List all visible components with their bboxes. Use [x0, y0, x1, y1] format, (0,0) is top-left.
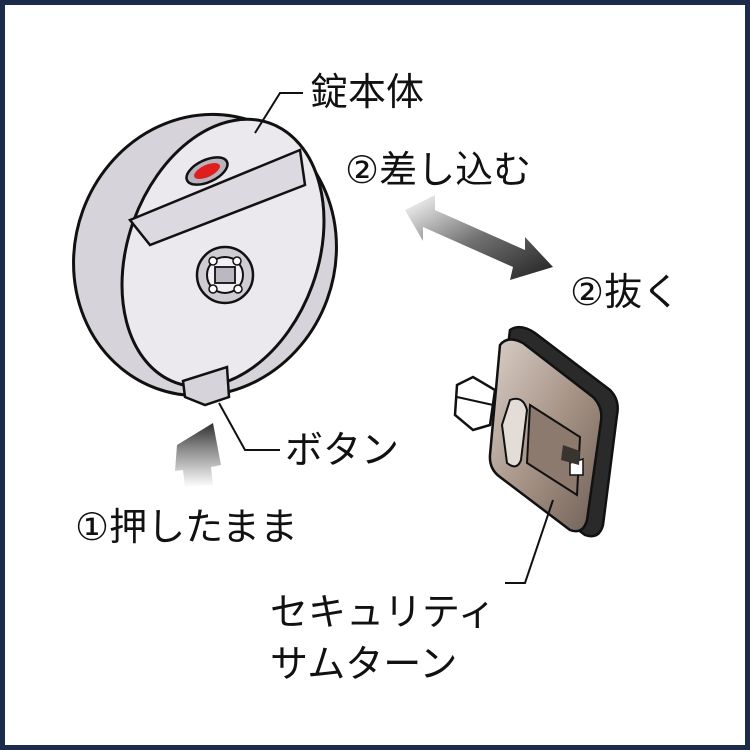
label-insert: ②差し込む	[345, 148, 531, 192]
label-thumbturn-line1: セキュリティ	[270, 590, 496, 634]
thumbturn-knob	[500, 397, 529, 468]
security-thumbturn	[453, 325, 619, 538]
label-remove: ②抜く	[570, 270, 680, 314]
label-hold: ①押したまま	[75, 505, 298, 549]
thumbturn-recess	[525, 403, 582, 497]
lock-body	[72, 112, 338, 407]
button-leader	[218, 402, 280, 451]
lock-body-top-band	[127, 148, 307, 247]
push-up-arrow	[175, 423, 221, 487]
label-button: ボタン	[285, 428, 399, 472]
lock-body-leader	[254, 92, 303, 134]
label-lock-body: 錠本体	[310, 70, 424, 114]
indicator-red	[194, 162, 220, 180]
label-thumbturn-line2: サムターン	[270, 642, 457, 686]
insert-remove-arrow	[405, 195, 553, 280]
lock-button	[181, 365, 231, 407]
thumbturn-shaft	[453, 375, 497, 432]
thumbturn-leader	[505, 499, 554, 584]
lock-diagram: 錠本体 ②差し込む ②抜く ボタン ①押したまま セキュリティ サムターン	[72, 70, 680, 686]
key-cylinder	[195, 245, 255, 305]
